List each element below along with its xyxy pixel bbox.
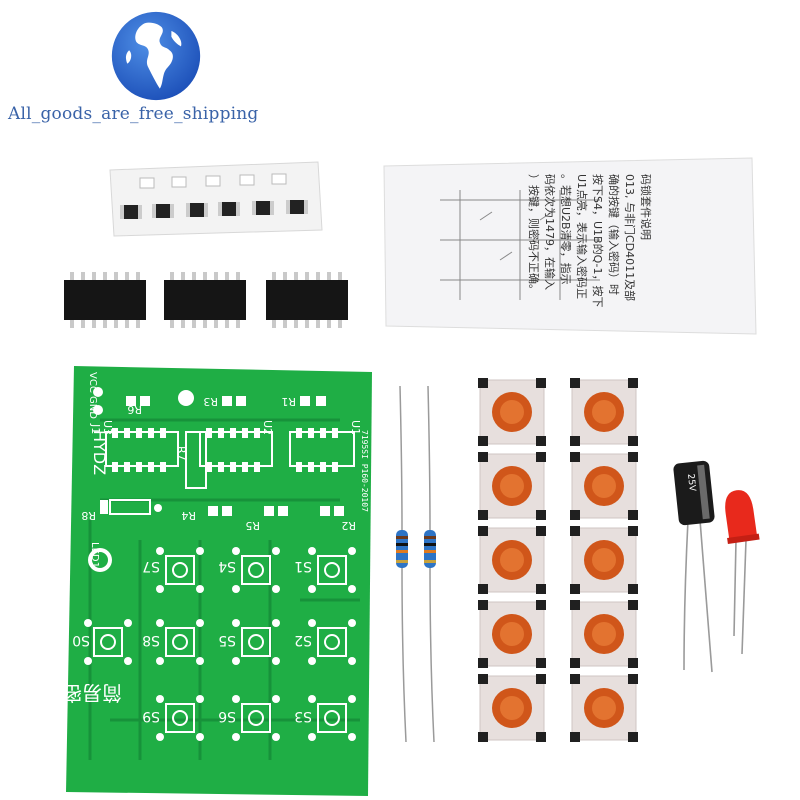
instruction-sheet: 码锁套件说明 013, 与非门CD4011及部 确的按键（输入密码）时 按下S4… (383, 157, 757, 335)
soic-chip (64, 272, 146, 328)
sheet-line: ）按键，则密码不正确。 (527, 174, 541, 295)
push-button (478, 600, 546, 668)
pcb-button-pad (156, 695, 204, 741)
switch-label: S5 (218, 632, 236, 648)
smd-resistor-tape (109, 161, 323, 237)
shop-name-text: All_goods_are_free_shipping (8, 104, 259, 124)
switch-label: S9 (142, 708, 160, 724)
switch-label: S2 (294, 632, 312, 648)
push-button (478, 674, 546, 742)
globe-logo-icon (111, 11, 201, 101)
sheet-line: 按下S4，U1B的Q-1，按下 (591, 174, 605, 308)
ref-label: R7 (175, 446, 188, 461)
ref-label: U1 (349, 420, 362, 435)
pcb-button-pad (232, 547, 280, 593)
sheet-line: U1点亮，表示输入密码正 (575, 174, 589, 299)
soic-chip (164, 272, 246, 328)
sheet-line: 码锁套件说明 (639, 174, 653, 240)
switch-label: S7 (142, 558, 160, 574)
switch-label: S1 (294, 558, 312, 574)
switch-label: S0 (72, 632, 90, 648)
ref-label: R8 (81, 509, 96, 522)
sheet-line: 码依次为1479，在输入 (543, 174, 557, 290)
push-button (478, 378, 546, 446)
switch-label: S3 (294, 708, 312, 724)
resistor (396, 385, 408, 743)
switch-label: S6 (218, 708, 236, 724)
push-button (478, 452, 546, 520)
pcb-date-code: 7195SI P160-20107 (360, 430, 369, 512)
ref-label: R4 (181, 509, 196, 522)
pcb-led-label: LED1 (89, 542, 100, 568)
pcb-button-pad (308, 547, 356, 593)
switch-label: S4 (218, 558, 236, 574)
pcb-button-pad (308, 619, 356, 665)
pcb-brand-label: HYDZ (90, 430, 109, 475)
pcb-title-text: 简易密码锁 (22, 681, 122, 705)
pcb-title: 简易密码锁 (22, 681, 122, 705)
sheet-line: 。若想U2B清零，指示 (559, 174, 573, 285)
pcb-button-pad (232, 619, 280, 665)
pcb-button-pad (156, 547, 204, 593)
sheet-line: 确的按键（输入密码）时 (607, 174, 621, 295)
ref-label: U2 (261, 420, 274, 435)
push-button (570, 378, 638, 446)
push-button (570, 600, 638, 668)
pcb-button-pad (308, 695, 356, 741)
push-button (570, 526, 638, 594)
push-button (570, 452, 638, 520)
ref-label: R6 (127, 403, 142, 416)
soic-chip (266, 272, 348, 328)
ref-label: R1 (281, 395, 296, 408)
sheet-line: 013, 与非门CD4011及部 (623, 174, 637, 301)
pcb-button-pad (84, 619, 132, 665)
push-button (570, 674, 638, 742)
pcb-button-pad (232, 695, 280, 741)
ref-label: R3 (203, 395, 218, 408)
push-button (478, 526, 546, 594)
switch-label: S8 (142, 632, 160, 648)
ref-label: U3 (101, 420, 114, 435)
ref-label: R2 (341, 519, 356, 532)
capacitor-voltage-label: 25V (685, 473, 697, 492)
pcb-button-pad (156, 619, 204, 665)
pcb-board: VCC GND HYDZ 7195SI P160-20107 LED1 简易密码… (22, 366, 372, 796)
ref-label: R5 (245, 519, 260, 532)
red-led (725, 490, 760, 655)
ref-label: J1 (89, 423, 102, 434)
pcb-power-label: VCC GND (87, 372, 98, 419)
electrolytic-capacitor: 25V (673, 460, 715, 673)
resistor (424, 385, 436, 743)
